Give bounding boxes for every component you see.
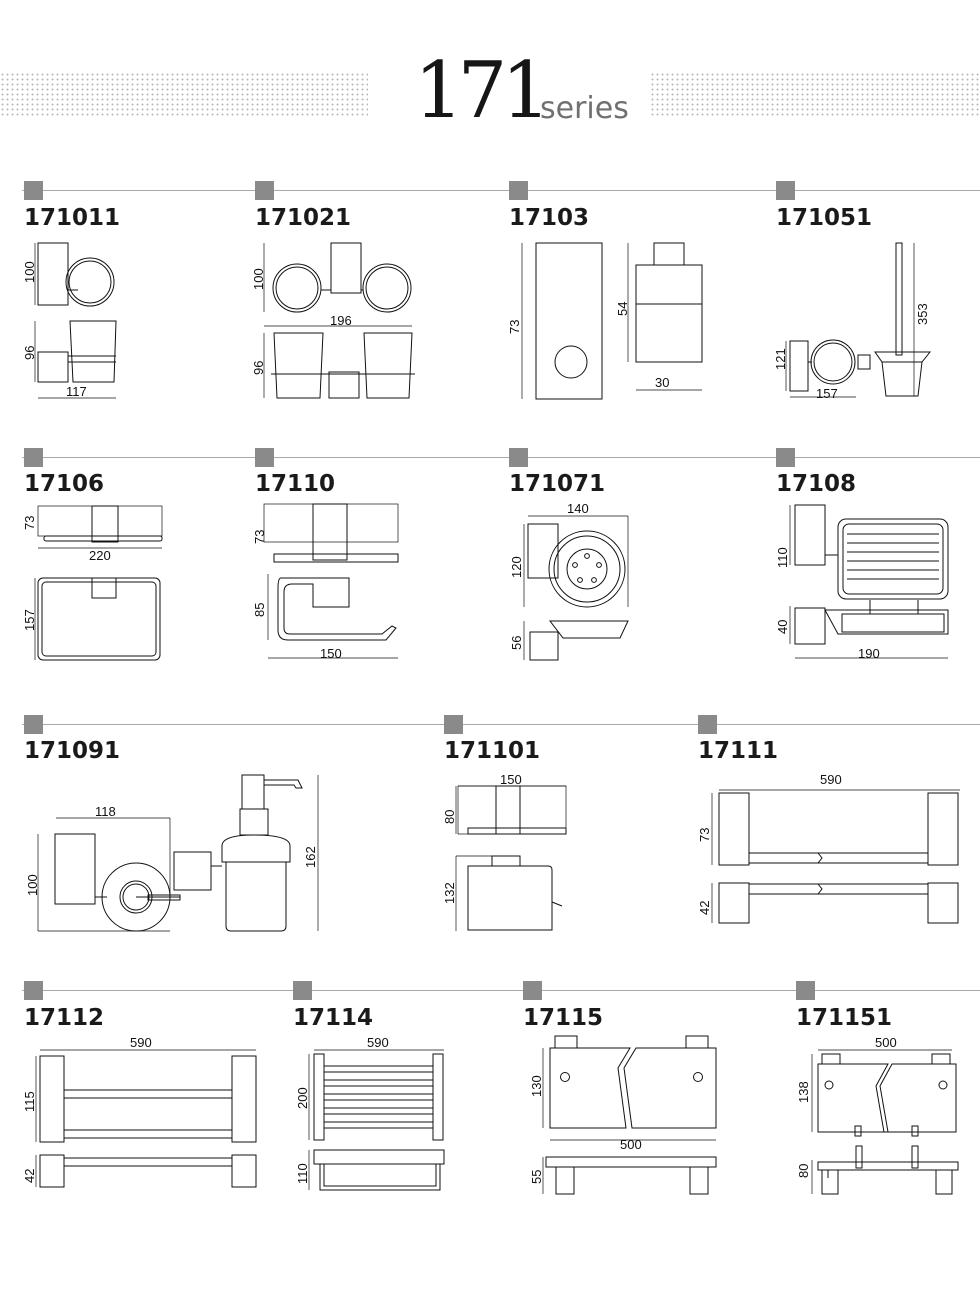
section-marker	[509, 181, 528, 200]
section-marker	[776, 448, 795, 467]
drawing-171051: 353 121 157	[773, 242, 932, 401]
product-code: 17115	[523, 1005, 604, 1031]
dimension-label: 117	[66, 384, 87, 399]
section-marker	[24, 981, 43, 1000]
row-divider	[22, 190, 980, 191]
dimension-label: 121	[773, 348, 788, 370]
dimension-label: 100	[251, 268, 266, 290]
dotted-pattern-right	[650, 72, 980, 118]
series-word: series	[540, 91, 629, 126]
product-code: 17111	[698, 738, 779, 764]
product-code: 171011	[24, 205, 121, 231]
dimension-label: 150	[320, 646, 342, 661]
product-code: 171091	[24, 738, 121, 764]
dimension-label: 132	[442, 882, 457, 904]
dimension-label: 200	[295, 1087, 310, 1109]
row-divider	[22, 990, 980, 991]
product-code: 171151	[796, 1005, 893, 1031]
dimension-label: 500	[620, 1137, 642, 1152]
dotted-pattern-left	[0, 72, 368, 118]
dimension-label: 110	[295, 1163, 310, 1184]
row-divider	[22, 457, 980, 458]
dimension-label: 118	[95, 804, 116, 819]
dimension-label: 162	[303, 846, 318, 868]
dimension-label: 96	[22, 346, 37, 360]
dimension-label: 220	[89, 548, 111, 563]
dimension-label: 73	[697, 828, 712, 842]
drawing-17115: 130 500 55	[529, 1035, 717, 1195]
drawing-17114: 590 200 110	[295, 1035, 445, 1191]
dimension-label: 157	[816, 386, 838, 401]
section-marker	[444, 715, 463, 734]
section-marker	[293, 981, 312, 1000]
drawing-171021: 100 196 96	[251, 242, 415, 399]
series-number: 171	[414, 46, 551, 136]
dimension-label: 157	[22, 609, 37, 631]
dimension-label: 80	[796, 1164, 811, 1178]
product-code: 17108	[776, 471, 857, 497]
dimension-label: 42	[697, 901, 712, 915]
dimension-label: 590	[367, 1035, 389, 1050]
section-marker	[255, 181, 274, 200]
dimension-label: 73	[22, 516, 37, 530]
drawing-17103: 73 54 30	[507, 242, 703, 400]
dimension-label: 115	[22, 1091, 37, 1112]
product-code: 17112	[24, 1005, 105, 1031]
dimension-label: 73	[507, 320, 522, 334]
product-code: 17110	[255, 471, 336, 497]
dimension-label: 42	[22, 1169, 37, 1183]
dimension-label: 100	[25, 874, 40, 896]
drawing-17108: 110 40 190	[775, 504, 949, 661]
dimension-label: 80	[442, 810, 457, 824]
drawing-171071: 140 120 56	[509, 501, 629, 661]
row-divider	[22, 724, 980, 725]
drawing-171011: 100 96 117	[22, 242, 117, 399]
dimension-label: 590	[820, 772, 842, 787]
drawing-17106: 73 220 157	[22, 505, 163, 661]
dimension-label: 196	[330, 313, 352, 328]
section-marker	[796, 981, 815, 1000]
section-marker	[255, 448, 274, 467]
product-code: 17114	[293, 1005, 374, 1031]
dimension-label: 30	[655, 375, 669, 390]
dimension-label: 73	[252, 530, 267, 544]
dimension-label: 140	[567, 501, 589, 516]
drawing-171151: 500 138 80	[796, 1035, 959, 1195]
dimension-label: 85	[252, 603, 267, 617]
dimension-label: 590	[130, 1035, 152, 1050]
section-marker	[698, 715, 717, 734]
dimension-label: 54	[615, 302, 630, 316]
product-code: 17106	[24, 471, 105, 497]
section-marker	[509, 448, 528, 467]
section-marker	[523, 981, 542, 1000]
dimension-label: 138	[796, 1081, 811, 1103]
product-code: 171051	[776, 205, 873, 231]
dimension-label: 190	[858, 646, 880, 661]
product-code: 171071	[509, 471, 606, 497]
dimension-label: 55	[529, 1170, 544, 1184]
section-marker	[24, 715, 43, 734]
section-marker	[776, 181, 795, 200]
drawing-171101: 150 80 132	[442, 772, 567, 931]
dimension-label: 110	[775, 547, 790, 568]
section-marker	[24, 448, 43, 467]
product-code: 17103	[509, 205, 590, 231]
drawing-171091: 118 100 162	[25, 774, 319, 932]
dimension-label: 40	[775, 620, 790, 634]
dimension-label: 56	[509, 636, 524, 650]
dimension-label: 353	[915, 303, 930, 325]
dimension-label: 150	[500, 772, 522, 787]
product-code: 171101	[444, 738, 541, 764]
dimension-label: 100	[22, 261, 37, 283]
dimension-label: 130	[529, 1075, 544, 1097]
dimension-label: 120	[509, 556, 524, 578]
drawing-17110: 73 85 150	[252, 503, 399, 661]
drawing-17112: 590 115 42	[22, 1035, 257, 1188]
dimension-label: 96	[251, 361, 266, 375]
drawing-17111: 590 73 42	[697, 772, 960, 924]
dimension-label: 500	[875, 1035, 897, 1050]
product-code: 171021	[255, 205, 352, 231]
section-marker	[24, 181, 43, 200]
